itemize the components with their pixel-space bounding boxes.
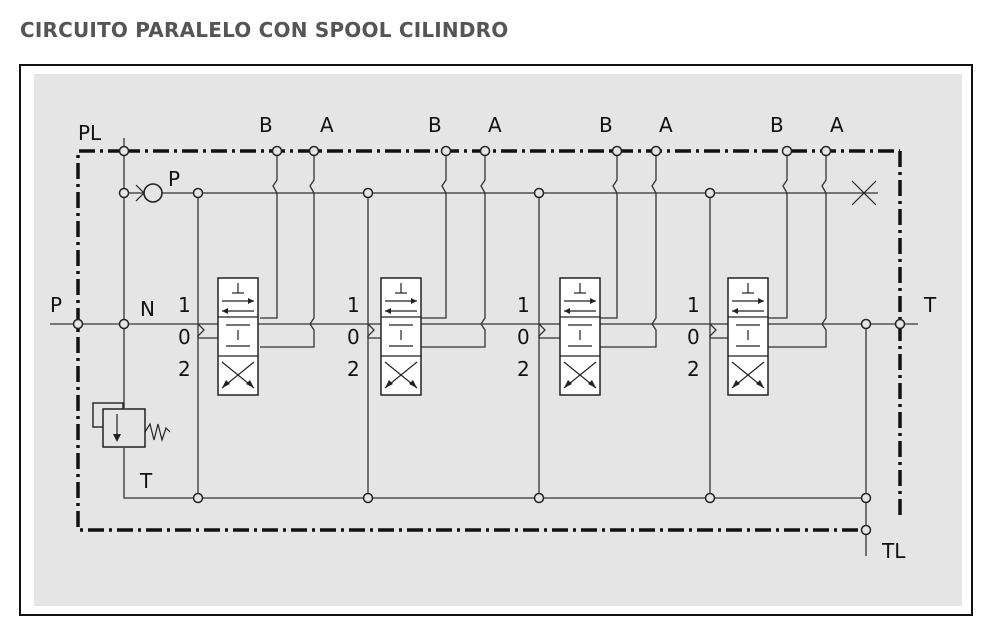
- label-port-b: B: [428, 113, 442, 137]
- label-position-2: 2: [687, 357, 700, 381]
- label-port-a: A: [320, 113, 334, 137]
- node-p: [118, 187, 130, 199]
- label-position-1: 1: [687, 293, 700, 317]
- label-position-1: 1: [347, 293, 360, 317]
- relief-valve-icon: [92, 402, 171, 448]
- node-t-return: [860, 492, 872, 504]
- label-n: N: [140, 297, 155, 321]
- relief-return-line: [123, 448, 866, 499]
- label-position-0: 0: [347, 325, 360, 349]
- label-port-b: B: [770, 113, 784, 137]
- label-position-0: 0: [517, 325, 530, 349]
- label-port-a: A: [488, 113, 502, 137]
- diagram-panel: [34, 74, 962, 606]
- label-tl: TL: [881, 539, 906, 563]
- label-t-relief: T: [139, 469, 153, 493]
- label-position-1: 1: [517, 293, 530, 317]
- label-t-outlet: T: [923, 293, 937, 317]
- label-position-0: 0: [687, 325, 700, 349]
- label-p-inlet: P: [50, 293, 62, 317]
- label-pl: PL: [78, 121, 102, 145]
- label-p-check: P: [168, 167, 180, 191]
- label-port-b: B: [599, 113, 613, 137]
- page-title: CIRCUITO PARALELO CON SPOOL CILINDRO: [20, 18, 509, 42]
- node-p-inlet: [72, 318, 84, 330]
- label-position-1: 1: [178, 293, 191, 317]
- body-outline: [76, 149, 866, 532]
- node-t-outlet: [894, 318, 906, 330]
- valve-section-3: [533, 145, 662, 504]
- label-port-b: B: [259, 113, 273, 137]
- label-port-a: A: [659, 113, 673, 137]
- label-position-2: 2: [178, 357, 191, 381]
- label-position-2: 2: [517, 357, 530, 381]
- node-t-right: [860, 318, 872, 330]
- valve-section-2: [362, 145, 491, 504]
- node-n: [118, 318, 130, 330]
- valve-section-4: [704, 145, 832, 504]
- label-position-2: 2: [347, 357, 360, 381]
- label-port-a: A: [830, 113, 844, 137]
- plug-x-icon: [851, 180, 877, 206]
- valve-section-1: [192, 145, 320, 504]
- node-tl: [860, 524, 872, 536]
- node-pl: [118, 145, 130, 157]
- check-valve-icon: [135, 183, 163, 203]
- label-position-0: 0: [178, 325, 191, 349]
